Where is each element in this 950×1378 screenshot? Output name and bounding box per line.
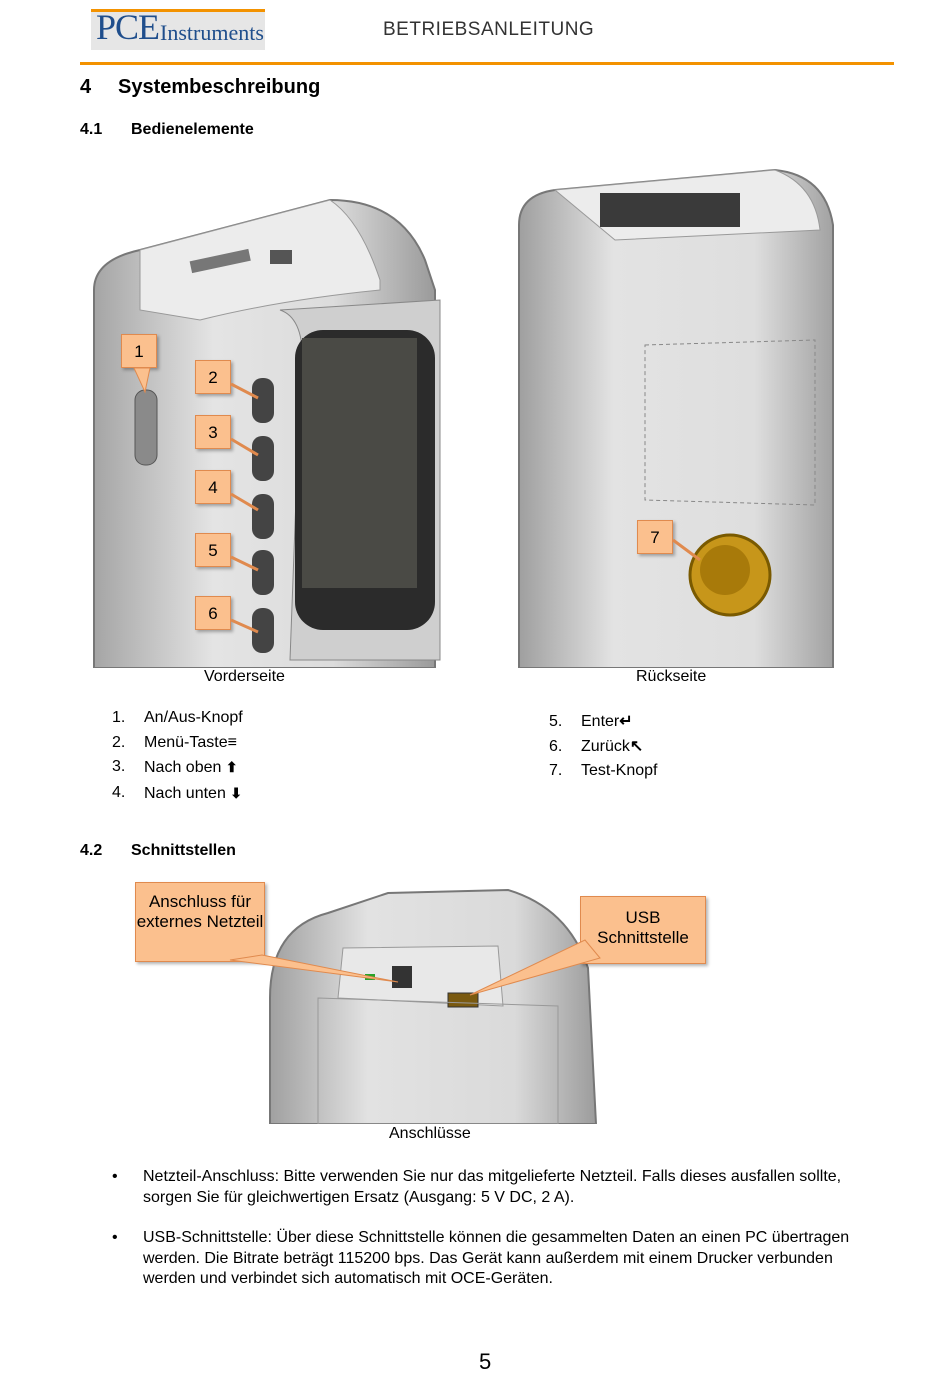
back-device-illustration xyxy=(515,165,835,669)
caption-ports: Anschlüsse xyxy=(389,1125,471,1142)
callout-4: 4 xyxy=(195,470,231,504)
caption-front: Vorderseite xyxy=(204,668,285,685)
callout-pointers xyxy=(133,367,701,634)
callout-2: 2 xyxy=(195,360,231,394)
list-item: 3.Nach oben ⬆ xyxy=(112,758,238,776)
logo-pce-text: PCE xyxy=(96,7,160,47)
ports-device-drawing xyxy=(269,888,598,1125)
bullet-symbol: • xyxy=(112,1229,118,1246)
callout-6: 6 xyxy=(195,596,231,630)
list-item: 2.Menü-Taste≡ xyxy=(112,733,237,751)
callout-7: 7 xyxy=(637,520,673,554)
page-number: 5 xyxy=(479,1349,492,1374)
header-title: BETRIEBSANLEITUNG xyxy=(383,19,595,40)
list-item: 1.An/Aus-Knopf xyxy=(112,709,243,726)
controls-list-left: 1.An/Aus-Knopf 2.Menü-Taste≡ 3.Nach oben… xyxy=(112,706,243,806)
port-callout-pointers xyxy=(229,939,601,996)
logo-background xyxy=(91,9,265,50)
ports-illustration xyxy=(268,888,598,1125)
menu-icon: ≡ xyxy=(227,733,237,751)
back-arrow-icon: ↖ xyxy=(629,737,644,755)
callout-usb-port: USB Schnittstelle xyxy=(580,896,706,964)
list-item: 6.Zurück↖ xyxy=(549,737,644,755)
arrow-up-icon: ⬆ xyxy=(225,759,238,775)
list-item: 5.Enter↵ xyxy=(549,713,633,730)
front-device-illustration xyxy=(80,160,445,669)
front-device-drawing xyxy=(93,198,441,669)
list-item: 4.Nach unten ⬇ xyxy=(112,783,243,802)
header-divider xyxy=(80,62,894,65)
callout-3: 3 xyxy=(195,415,231,449)
logo-instruments-text: Instruments xyxy=(160,20,264,45)
callout-power-port: Anschluss für externes Netzteil xyxy=(135,882,265,962)
list-item: 7.Test-Knopf xyxy=(549,762,658,779)
back-device-drawing xyxy=(518,168,834,669)
bullet-symbol: • xyxy=(112,1168,118,1185)
controls-list-right: 5.Enter↵ 6.Zurück↖ 7.Test-Knopf xyxy=(549,710,657,784)
bullet-power-text: Netzteil-Anschluss: Bitte verwenden Sie … xyxy=(143,1168,842,1206)
enter-icon: ↵ xyxy=(619,713,633,730)
arrow-down-icon: ⬇ xyxy=(230,784,243,801)
caption-back: Rückseite xyxy=(636,668,707,685)
callout-5: 5 xyxy=(195,533,231,567)
bullet-usb-text: USB-Schnittstelle: Über diese Schnittste… xyxy=(143,1229,850,1287)
